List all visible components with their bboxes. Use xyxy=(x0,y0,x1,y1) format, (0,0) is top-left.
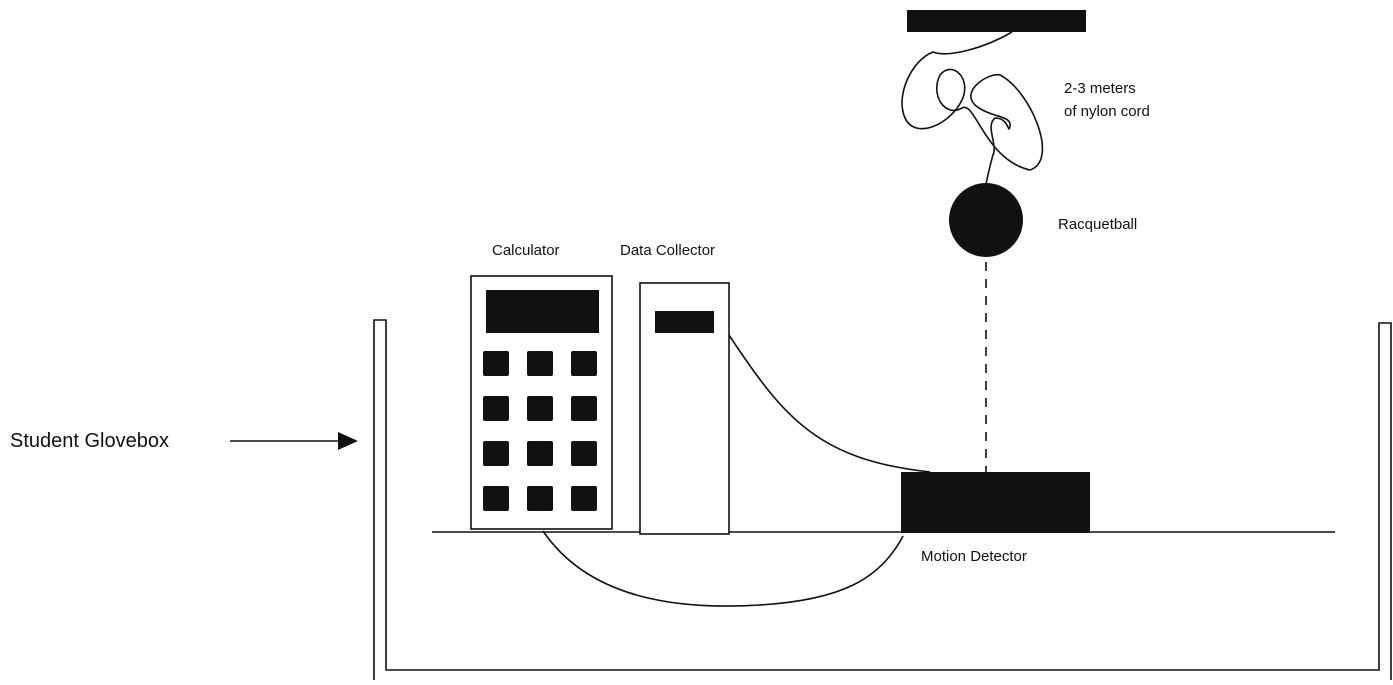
data-collector-screen xyxy=(655,311,714,333)
data-collector-label: Data Collector xyxy=(620,242,716,259)
calculator-detector-cable xyxy=(542,530,904,607)
racquetball xyxy=(949,183,1023,257)
collector-detector-cable xyxy=(728,334,931,473)
calculator-screen xyxy=(486,290,599,333)
motion-detector xyxy=(901,472,1090,533)
calculator-key xyxy=(527,396,553,421)
calculator-key xyxy=(571,351,597,376)
ceiling-mount xyxy=(907,10,1086,32)
calculator-key xyxy=(527,441,553,466)
calculator-key xyxy=(527,351,553,376)
calculator-key xyxy=(571,441,597,466)
calculator-key xyxy=(527,486,553,511)
calculator-label: Calculator xyxy=(492,242,560,259)
glovebox-label: Student Glovebox xyxy=(10,430,169,452)
motion-detector-label: Motion Detector xyxy=(921,548,1027,565)
nylon-cord xyxy=(901,31,1044,185)
calculator-key xyxy=(571,486,597,511)
glovebox-arrow-head xyxy=(338,432,358,450)
calculator-key xyxy=(483,396,509,421)
calculator-key xyxy=(483,441,509,466)
cord-label-line1: 2-3 meters xyxy=(1064,80,1136,97)
cord-label-line2: of nylon cord xyxy=(1064,103,1150,120)
calculator-key xyxy=(483,486,509,511)
racquetball-label: Racquetball xyxy=(1058,216,1138,233)
glovebox-outline xyxy=(373,319,1392,680)
calculator-key xyxy=(571,396,597,421)
calculator-keypad xyxy=(483,351,597,511)
calculator-key xyxy=(483,351,509,376)
